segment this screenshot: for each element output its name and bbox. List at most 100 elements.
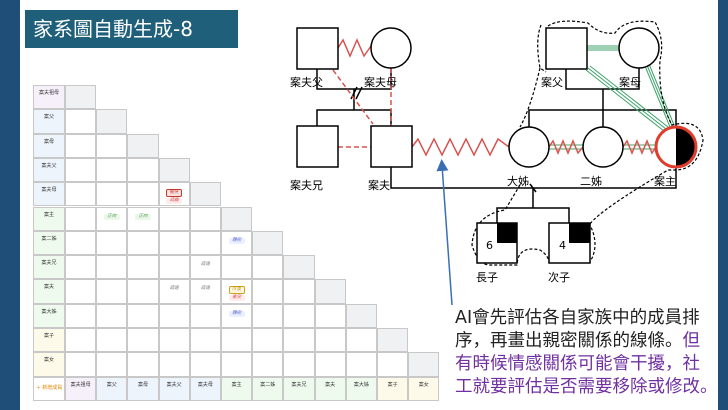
column-header: 案母 [127, 376, 159, 401]
matrix-cell[interactable] [252, 255, 284, 280]
matrix-cell[interactable] [65, 206, 97, 231]
matrix-cell[interactable]: 親密 [221, 303, 253, 328]
husband-symbol [370, 125, 413, 168]
matrix-cell[interactable] [96, 230, 128, 256]
matrix-cell[interactable]: 正向 [96, 206, 128, 231]
matrix-cell[interactable] [96, 157, 128, 183]
matrix-cell[interactable]: 疏遠 [189, 279, 221, 304]
matrix-cell[interactable] [377, 352, 409, 377]
add-member-button[interactable]: ＋ 新增成員 [33, 376, 65, 401]
column-header: 案大姊 [345, 376, 377, 401]
matrix-cell[interactable] [283, 303, 315, 328]
matrix-cell[interactable] [96, 133, 128, 158]
relationship-tag[interactable]: 冷漠 [228, 286, 245, 295]
matrix-cell[interactable] [96, 352, 128, 377]
matrix-cell[interactable] [158, 352, 190, 377]
matrix-diagonal-cell[interactable] [377, 328, 409, 353]
relationship-tag[interactable]: 衝突 [228, 295, 245, 302]
matrix-cell[interactable] [127, 230, 159, 256]
matrix-cell[interactable] [252, 328, 284, 353]
matrix-diagonal-cell[interactable] [252, 230, 284, 256]
matrix-cell[interactable] [283, 328, 315, 353]
matrix-cell[interactable] [65, 182, 97, 207]
relationship-tag[interactable]: 疏遠 [200, 286, 210, 292]
label-husband: 案夫 [368, 178, 390, 192]
matrix-cell[interactable] [158, 328, 190, 353]
matrix-cell[interactable] [65, 109, 97, 134]
row-label: 案夫 [33, 279, 65, 304]
matrix-cell[interactable]: 正向 [127, 206, 159, 231]
matrix-cell[interactable] [65, 352, 97, 377]
matrix-cell[interactable] [189, 328, 221, 353]
relationship-tag[interactable]: 親密 [228, 310, 245, 317]
client-symbol [654, 125, 698, 169]
matrix-cell[interactable] [314, 303, 346, 328]
matrix-cell[interactable] [96, 279, 128, 304]
matrix-cell[interactable] [96, 328, 128, 353]
matrix-cell[interactable] [283, 352, 315, 377]
matrix-cell[interactable] [252, 279, 284, 304]
matrix-cell[interactable] [314, 328, 346, 353]
matrix-cell[interactable] [158, 255, 190, 280]
matrix-cell[interactable] [314, 352, 346, 377]
matrix-cell[interactable] [127, 303, 159, 328]
matrix-cell[interactable] [189, 303, 221, 328]
matrix-cell[interactable]: 冷漠衝突 [221, 279, 253, 304]
matrix-cell[interactable] [127, 255, 159, 280]
matrix-diagonal-cell[interactable] [408, 352, 440, 377]
matrix-cell[interactable]: 疏遠 [158, 279, 190, 304]
relationship-tag[interactable]: 親密 [228, 237, 245, 244]
matrix-cell[interactable] [252, 303, 284, 328]
matrix-diagonal-cell[interactable] [96, 109, 128, 134]
matrix-cell[interactable] [221, 352, 253, 377]
relationship-tag[interactable]: 正向 [134, 213, 151, 220]
matrix-cell[interactable] [96, 303, 128, 328]
matrix-cell[interactable]: 親密 [221, 230, 253, 256]
relationship-tag[interactable]: 正向 [103, 213, 120, 220]
column-header: 案夫 [314, 376, 346, 401]
matrix-cell[interactable] [127, 157, 159, 183]
matrix-cell[interactable] [65, 328, 97, 353]
matrix-cell[interactable] [221, 255, 253, 280]
matrix-diagonal-cell[interactable] [127, 133, 159, 158]
husband-mother-symbol [370, 27, 412, 69]
relationship-tag[interactable]: 衝突 [166, 189, 183, 198]
matrix-cell[interactable] [96, 182, 128, 207]
matrix-cell[interactable] [189, 352, 221, 377]
matrix-cell[interactable]: 衝突疏離 [158, 182, 190, 207]
relationship-tag[interactable]: 疏遠 [200, 262, 210, 268]
matrix-cell[interactable] [127, 352, 159, 377]
relationship-tag[interactable]: 疏遠 [169, 286, 179, 292]
matrix-cell[interactable] [158, 303, 190, 328]
children-sibling-line [496, 207, 570, 223]
matrix-diagonal-cell[interactable] [189, 182, 221, 207]
matrix-diagonal-cell[interactable] [65, 85, 97, 110]
matrix-cell[interactable] [345, 328, 377, 353]
matrix-cell[interactable]: 疏遠 [189, 255, 221, 280]
matrix-cell[interactable] [65, 230, 97, 256]
matrix-cell[interactable] [158, 206, 190, 231]
matrix-diagonal-cell[interactable] [283, 255, 315, 280]
matrix-diagonal-cell[interactable] [221, 206, 253, 231]
matrix-cell[interactable] [65, 255, 97, 280]
matrix-diagonal-cell[interactable] [345, 303, 377, 328]
matrix-cell[interactable] [252, 352, 284, 377]
relationship-tag[interactable]: 疏離 [166, 198, 183, 205]
matrix-diagonal-cell[interactable] [314, 279, 346, 304]
matrix-cell[interactable] [221, 328, 253, 353]
matrix-cell[interactable] [158, 230, 190, 256]
matrix-cell[interactable] [96, 255, 128, 280]
matrix-cell[interactable] [189, 230, 221, 256]
row-label: 案大姊 [33, 303, 65, 328]
matrix-cell[interactable] [127, 182, 159, 207]
matrix-cell[interactable] [65, 303, 97, 328]
matrix-cell[interactable] [189, 206, 221, 231]
matrix-cell[interactable] [127, 328, 159, 353]
matrix-cell[interactable] [127, 279, 159, 304]
matrix-cell[interactable] [65, 133, 97, 158]
matrix-cell[interactable] [283, 279, 315, 304]
matrix-cell[interactable] [65, 157, 97, 183]
matrix-cell[interactable] [65, 279, 97, 304]
matrix-cell[interactable] [345, 352, 377, 377]
matrix-diagonal-cell[interactable] [158, 157, 190, 183]
